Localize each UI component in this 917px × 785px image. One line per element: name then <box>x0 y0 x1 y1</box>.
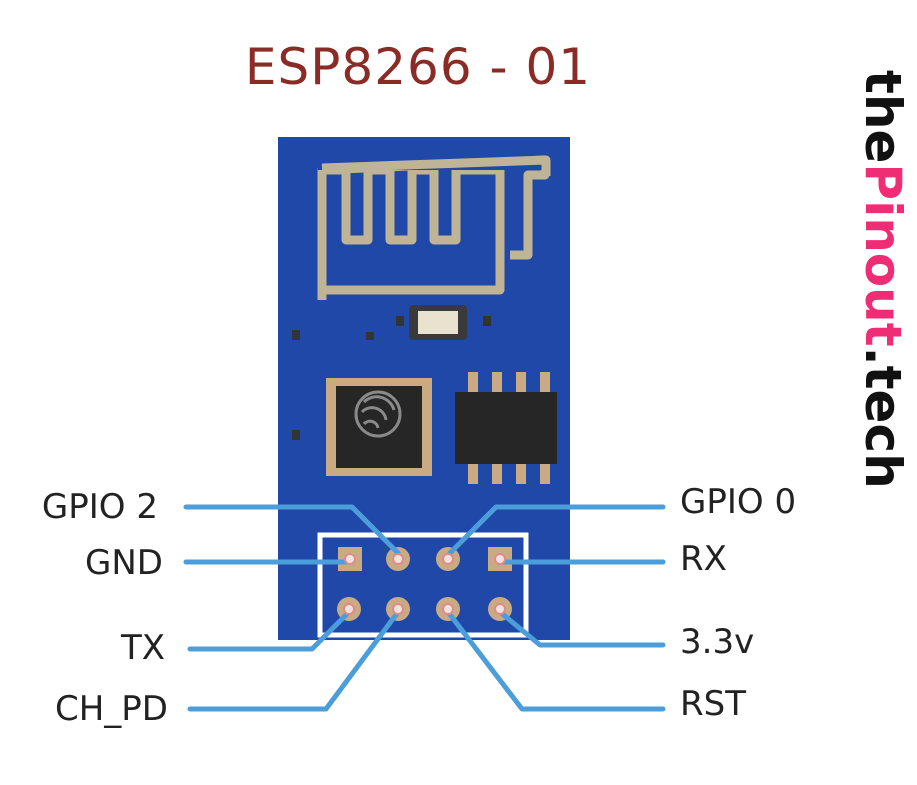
wire-3v3 <box>497 609 666 648</box>
pin-header <box>317 532 529 638</box>
wire-gpio0 <box>447 504 666 556</box>
flash-chip <box>455 372 557 484</box>
pin-centers <box>343 553 506 615</box>
label-tx: TX <box>120 628 165 668</box>
crystal-component <box>409 305 467 340</box>
label-3v3: 3.3v <box>680 622 754 662</box>
diagram-title: ESP8266 - 01 <box>245 38 591 96</box>
wire-ch-pd <box>187 609 401 712</box>
label-rst: RST <box>680 684 746 724</box>
label-rx: RX <box>680 539 727 579</box>
wire-rst <box>445 609 666 712</box>
brand-part-tech: .tech <box>854 347 912 489</box>
pin-wires <box>183 504 666 712</box>
label-ch-pd: CH_PD <box>55 689 168 729</box>
antenna-trace <box>317 155 551 300</box>
wire-gpio2 <box>183 504 401 556</box>
brand-part-pinout: Pinout <box>854 163 912 346</box>
label-gpio2: GPIO 2 <box>42 487 158 527</box>
brand-part-the: the <box>854 70 912 163</box>
label-gnd: GND <box>85 543 163 583</box>
esp-chip <box>326 378 432 476</box>
esp-board <box>278 137 570 640</box>
wire-tx <box>187 609 352 652</box>
brand-logo: thePinout.tech <box>854 70 912 489</box>
label-gpio0: GPIO 0 <box>680 482 796 522</box>
smd-components <box>292 316 491 440</box>
espressif-logo-icon <box>354 390 402 438</box>
